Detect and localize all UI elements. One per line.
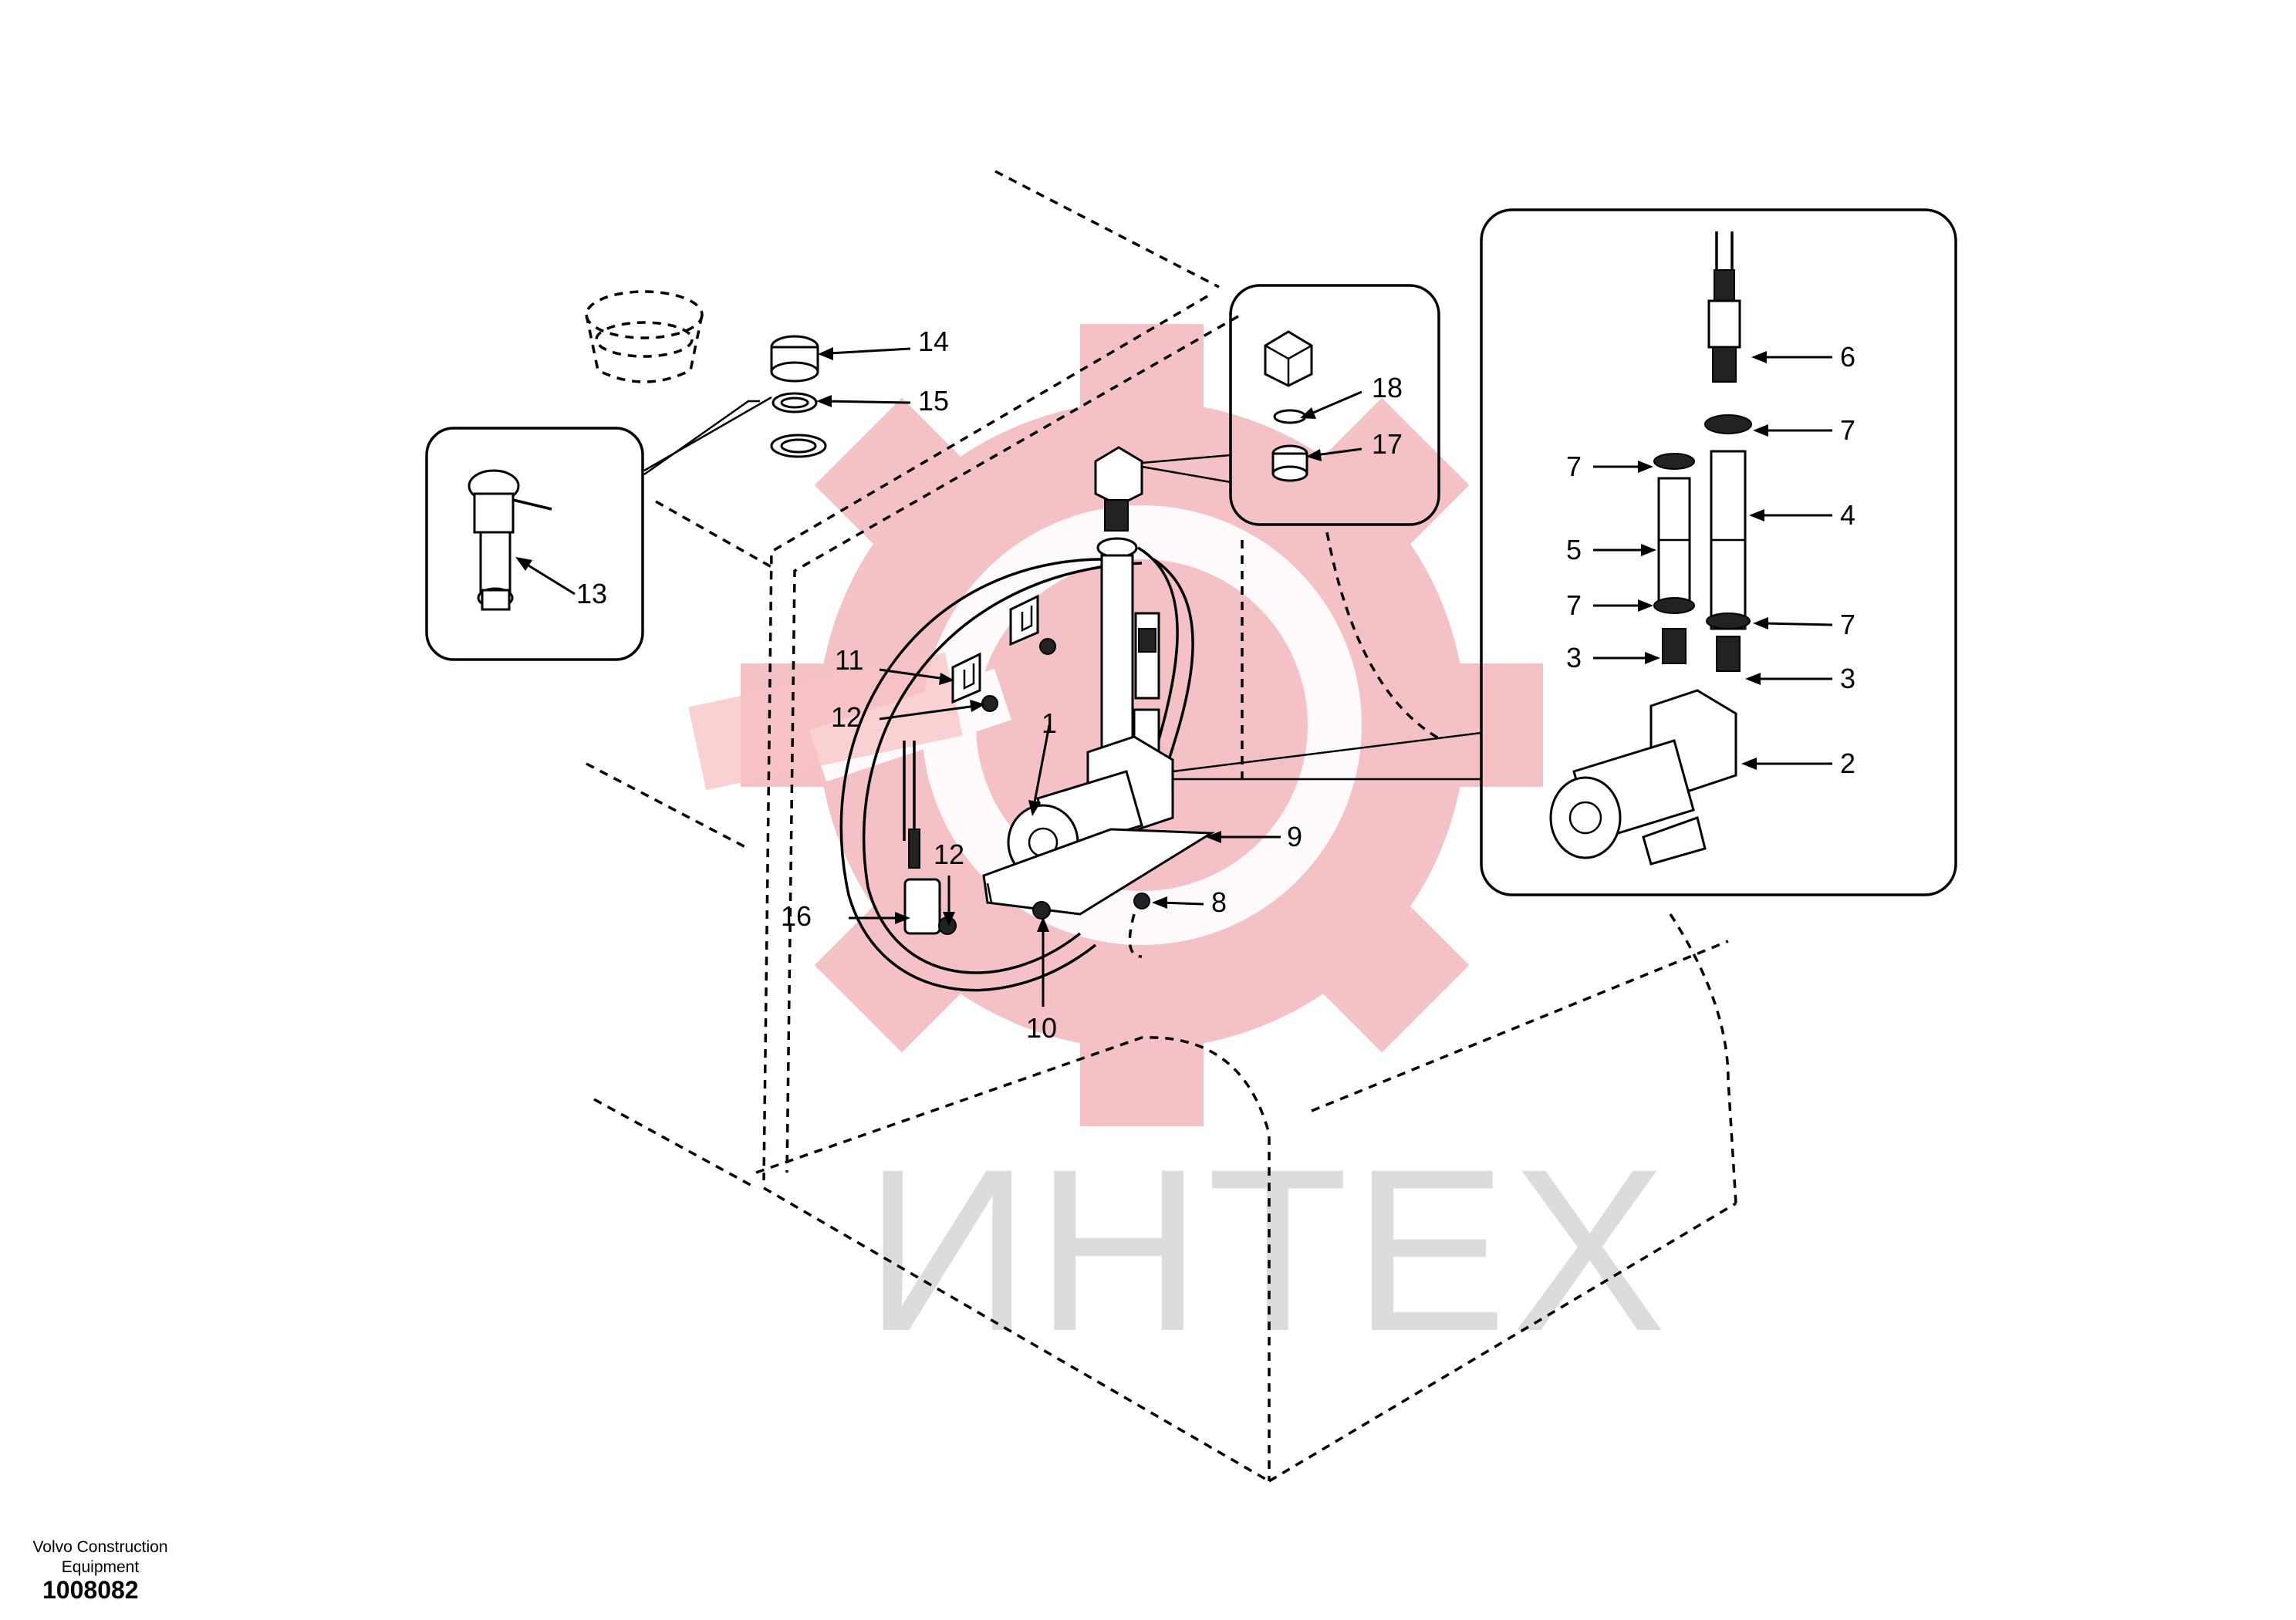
watermark-gear-tooth — [1080, 1003, 1204, 1126]
callout-9: 9 — [1287, 821, 1303, 852]
callout-7-lower-left: 7 — [1566, 589, 1582, 621]
detail-box-pump — [1172, 208, 1957, 896]
callout-14: 14 — [918, 326, 950, 357]
callout-7-upper-right: 7 — [1840, 414, 1856, 446]
callout-10: 10 — [1026, 1012, 1058, 1044]
callout-3-right: 3 — [1840, 663, 1856, 694]
callout-13: 13 — [576, 578, 608, 609]
tank-cap-dashed — [585, 290, 704, 383]
callout-16: 16 — [781, 900, 812, 932]
callout-7-upper-left: 7 — [1566, 451, 1582, 482]
callout-12-upper: 12 — [831, 701, 863, 733]
callout-12-lower: 12 — [934, 839, 965, 870]
machine-outline-dashed — [586, 170, 1737, 1483]
watermark-text: ИНТЕХ — [864, 1120, 1671, 1379]
callout-6: 6 — [1840, 341, 1856, 373]
callout-18: 18 — [1372, 372, 1403, 403]
detail-box-sensor — [425, 396, 772, 661]
callout-5: 5 — [1566, 534, 1582, 565]
callout-2: 2 — [1840, 748, 1856, 779]
callout-7-lower-right: 7 — [1840, 609, 1856, 640]
callout-3-left: 3 — [1566, 642, 1582, 673]
leader-lines — [515, 347, 1833, 1007]
detail-box-cap — [1141, 284, 1440, 526]
callout-8: 8 — [1211, 886, 1227, 918]
plug-and-seals — [770, 335, 827, 458]
callout-15: 15 — [918, 385, 950, 417]
pump-assembly — [903, 446, 1215, 935]
footer-company: Volvo Construction Equipment — [32, 1538, 168, 1576]
watermark-gear-tooth — [1080, 324, 1204, 447]
callout-11: 11 — [835, 644, 864, 676]
callout-17: 17 — [1372, 428, 1403, 460]
footer-document-number: 1008082 — [42, 1576, 139, 1604]
callout-4: 4 — [1840, 499, 1856, 531]
callout-1: 1 — [1042, 707, 1058, 739]
brackets — [951, 594, 1056, 712]
